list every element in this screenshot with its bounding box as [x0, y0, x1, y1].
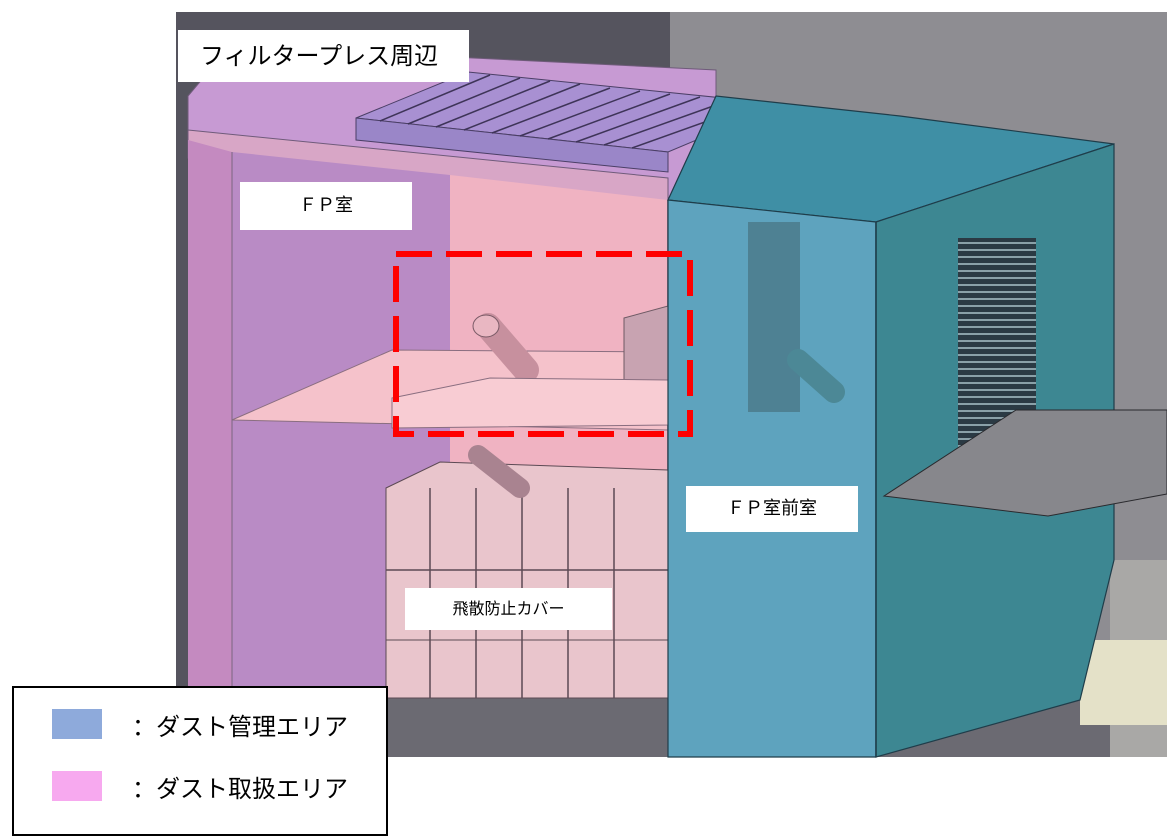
anteroom-shelf [882, 409, 1167, 517]
legend-swatch-dust-control [52, 709, 102, 739]
legend-item-dust-handling: ：ダスト取扱エリア [14, 766, 386, 806]
anteroom-left-louver [748, 222, 800, 412]
legend-text-dust-control: ：ダスト管理エリア [132, 712, 348, 741]
roof-grille [355, 71, 783, 173]
diagram-title: フィルタープレス周辺 [178, 30, 469, 82]
legend-item-dust-control: ：ダスト管理エリア [14, 704, 386, 744]
background-beige-panel [1080, 640, 1167, 725]
legend-text-dust-handling: ：ダスト取扱エリア [132, 774, 348, 803]
fp-anteroom-volume [667, 95, 1167, 758]
legend: ：ダスト管理エリア ：ダスト取扱エリア [12, 686, 388, 836]
interior-equipment [391, 305, 669, 429]
filter-press-body [385, 445, 669, 699]
scatter-cover-label: 飛散防止カバー [405, 588, 612, 630]
fp-room-left-wall [188, 140, 232, 700]
fp-room-label: ＦＰ室 [240, 182, 412, 230]
legend-swatch-dust-handling [52, 771, 102, 801]
fp-anteroom-label: ＦＰ室前室 [686, 486, 858, 532]
highlight-dashed-frame [393, 251, 693, 437]
